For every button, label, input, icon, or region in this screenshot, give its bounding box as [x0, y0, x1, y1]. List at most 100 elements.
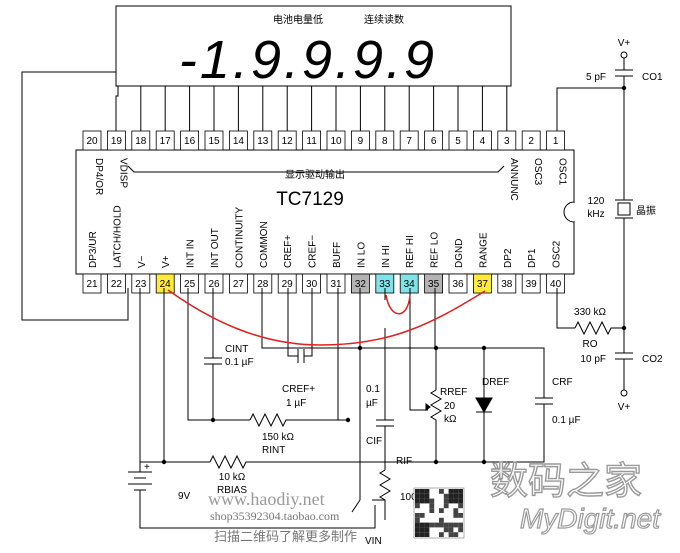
crystal-freq-line1: 120 [588, 196, 605, 207]
pin-number: 37 [477, 279, 489, 290]
bottom-pin-24: 24 V+ [155, 255, 175, 294]
lcd-legs [115, 86, 558, 131]
vplus-bottom-label: V+ [618, 402, 631, 413]
top-pin-10: 10 [326, 130, 346, 151]
pin-label: OSC1 [557, 158, 568, 186]
vin-label: VIN [365, 536, 382, 547]
c-o1-name: CO1 [642, 72, 663, 83]
pin-label: COMMON [259, 221, 270, 268]
pin-number: 40 [550, 279, 562, 290]
pin-label: CREF− [308, 235, 319, 268]
c-int-value: 0.1 µF [225, 357, 254, 368]
pin-number: 7 [406, 136, 412, 147]
pin-number: 6 [431, 136, 437, 147]
pin-label: V− [137, 255, 148, 268]
c-if-value-line2: µF [366, 398, 378, 409]
r-o-value: 330 kΩ [574, 307, 606, 318]
pin-number: 24 [160, 279, 172, 290]
pin-number: 16 [184, 136, 196, 147]
pin-number: 12 [282, 136, 294, 147]
pin-number: 1 [553, 136, 559, 147]
battery-value: 9V [178, 491, 191, 502]
top-pin-4: 4 [472, 130, 492, 151]
pin-label: RANGE [478, 232, 489, 268]
pin-number: 36 [452, 279, 464, 290]
pin-number: 30 [306, 279, 318, 290]
bottom-pin-28: 28 COMMON [253, 221, 273, 294]
battery-low-label: 电池电量低 [273, 13, 323, 26]
top-pin-12: 12 [277, 130, 297, 151]
pin-label: OSC2 [552, 240, 563, 268]
pin-number: 8 [382, 136, 388, 147]
r-if-name: RIF [396, 456, 412, 467]
chip-body: 显示驱动输出 TC7129 [75, 149, 576, 275]
pin-label: V+ [161, 255, 172, 268]
pin-number: 20 [86, 136, 98, 147]
pin-number: 27 [233, 279, 245, 290]
pin-label: OSC3 [532, 158, 543, 186]
segment-output-label: 显示驱动输出 [285, 168, 345, 181]
pin-number: 15 [208, 136, 220, 147]
top-pin-17: 17 [155, 130, 175, 151]
pin-label: DP1 [527, 248, 538, 268]
pin-number: 28 [257, 279, 269, 290]
lcd-reading: -1.9.9.9.9 [179, 30, 437, 90]
pin-number: 4 [480, 136, 486, 147]
crystal-freq-line2: kHz [587, 209, 604, 220]
watermark-brand-cn: 数码之家 [490, 459, 642, 503]
pin-number: 35 [428, 279, 440, 290]
bottom-pin-40: 40 OSC2 [546, 240, 565, 294]
top-pin-8: 8 [375, 130, 395, 151]
oscillator-wiring [556, 58, 633, 390]
pin-label: IN LO [356, 242, 367, 268]
pin-number: 33 [379, 279, 391, 290]
pin-label: DP4/OR [93, 158, 104, 195]
top-pin-7: 7 [399, 130, 419, 151]
pin-label: CREF+ [283, 235, 294, 268]
r-ref-value-line1: 20 [444, 401, 456, 412]
continuity-label: 连续读数 [364, 13, 404, 26]
pin-label: IN HI [381, 245, 392, 268]
r-int-value: 150 kΩ [262, 432, 294, 443]
d-ref-name: DREF [482, 377, 509, 388]
r-ref-value-line2: kΩ [444, 414, 457, 425]
junction-dots [161, 345, 487, 465]
pin-label: VDISP [117, 158, 128, 188]
pin-number: 26 [208, 279, 220, 290]
c-if-value-line1: 0.1 [366, 384, 380, 395]
pin-label: BUFF [332, 242, 343, 268]
pin-number: 11 [306, 136, 317, 147]
analog-wiring [128, 288, 553, 529]
top-pin-6: 6 [424, 130, 444, 151]
r-o-name: RO [583, 339, 598, 350]
pin-number: 10 [330, 136, 342, 147]
pin-label: DP3/UR [88, 231, 99, 268]
pin-label: INT IN [186, 239, 197, 268]
top-pin-14: 14 [228, 130, 248, 151]
r-bias-name: RBIAS [217, 485, 247, 496]
lcd-left-wire [21, 71, 129, 321]
bottom-pin-23: 23 V− [131, 255, 151, 294]
red-loop-33-34 [385, 294, 411, 315]
pin-label: ANNUNC [508, 158, 519, 201]
pin-label: DP2 [503, 248, 514, 268]
pin-number: 2 [528, 136, 534, 147]
pin-number: 34 [404, 279, 416, 290]
c-rf-name: CRF [552, 377, 573, 388]
pin-number: 38 [501, 279, 513, 290]
top-pin-5: 5 [448, 130, 468, 151]
pin-number: 14 [233, 136, 245, 147]
lcd-display: 电池电量低 连续读数 -1.9.9.9.9 [115, 5, 512, 90]
pin-number: 23 [135, 279, 147, 290]
top-pin-9: 9 [350, 130, 370, 151]
